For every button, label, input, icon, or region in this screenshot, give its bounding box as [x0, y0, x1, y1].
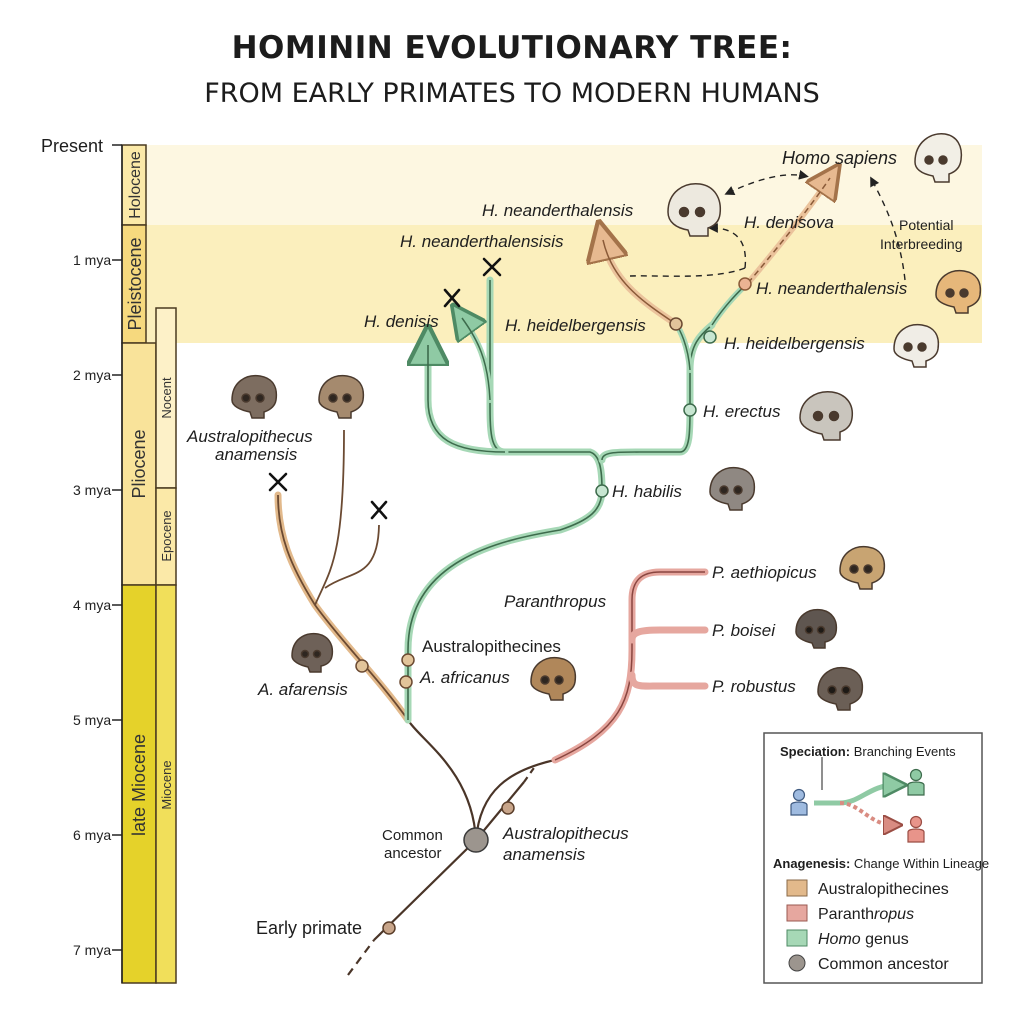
- tick-5-mya: 5 mya: [73, 712, 111, 728]
- skull-icons: [231, 133, 982, 711]
- label-interbreeding: Interbreeding: [880, 236, 963, 252]
- label-aus-anamensis-top-2: anamensis: [215, 445, 298, 464]
- label-potential: Potential: [899, 217, 953, 233]
- label-aus-anamensis-bottom-1: Australopithecus: [502, 824, 629, 843]
- tick-1-mya: 1 mya: [73, 252, 111, 268]
- epoch-pleistocene: Pleistocene: [125, 237, 145, 330]
- late-homo-branches: [603, 178, 830, 328]
- epoch-pliocene: Pliocene: [129, 429, 149, 498]
- interbreeding-arrows: [629, 170, 906, 281]
- epoch-epocene: Epocene: [159, 510, 174, 561]
- australopithecine-lineage: [274, 429, 412, 724]
- label-neanderthalensis-top: H. neanderthalensis: [482, 201, 634, 220]
- label-common-ancestor-1: Common: [382, 827, 443, 844]
- paranthropus-lineage: [551, 568, 709, 764]
- epoch-column: [121, 144, 177, 984]
- legend-speciation: Speciation: Branching Events: [780, 744, 956, 759]
- label-habilis: H. habilis: [612, 482, 682, 501]
- tick-4-mya: 4 mya: [73, 597, 111, 613]
- tick-6-mya: 6 mya: [73, 827, 111, 843]
- label-denisis: H. denisis: [364, 312, 439, 331]
- label-neanderthalensis-right: H. neanderthalensis: [756, 279, 908, 298]
- label-homo-sapiens: Homo sapiens: [782, 148, 897, 168]
- label-neanderthalensisis: H. neanderthalensisis: [400, 232, 564, 251]
- label-australopithecines: Australopithecines: [422, 637, 561, 656]
- label-aus-anamensis-top-1: Australopithecus: [186, 427, 313, 446]
- legend-person-green-icon: [907, 768, 925, 796]
- legend-item-paranthropus: Paranthropus: [818, 906, 914, 923]
- holocene-band: [146, 145, 982, 225]
- tick-2-mya: 2 mya: [73, 367, 111, 383]
- label-paranthropus: Paranthropus: [504, 592, 607, 611]
- label-boisei: P. boisei: [712, 621, 776, 640]
- label-robustus: P. robustus: [712, 677, 796, 696]
- tick-3-mya: 3 mya: [73, 482, 111, 498]
- epoch-holocene: Holocene: [127, 151, 144, 219]
- label-aus-anamensis-bottom-2: anamensis: [503, 845, 586, 864]
- epoch-nocent: Nocent: [159, 377, 174, 419]
- epoch-miocene: Miocene: [159, 760, 174, 809]
- label-common-ancestor-2: ancestor: [384, 845, 442, 862]
- label-heidelbergensis-right: H. heidelbergensis: [724, 334, 865, 353]
- time-axis: [112, 144, 123, 983]
- legend-anagenesis: Anagenesis: Change Within Lineage: [773, 856, 989, 871]
- page-subtitle: FROM EARLY PRIMATES TO MODERN HUMANS: [204, 78, 820, 109]
- label-aethiopicus: P. aethiopicus: [712, 563, 817, 582]
- label-afarensis: A. afarensis: [257, 680, 348, 699]
- page-title: HOMININ EVOLUTIONARY TREE:: [231, 30, 793, 66]
- label-heidelbergensis-left: H. heidelbergensis: [505, 316, 646, 335]
- label-erectus: H. erectus: [703, 402, 781, 421]
- label-denisova: H. denisova: [744, 213, 834, 232]
- legend-item-common-ancestor: Common ancestor: [818, 956, 949, 973]
- legend-box: [763, 732, 983, 984]
- extinction-marks: [268, 257, 502, 520]
- tick-7-mya: 7 mya: [73, 942, 111, 958]
- epoch-late-miocene: late Miocene: [129, 734, 149, 836]
- legend-person-red-icon: [907, 815, 925, 843]
- label-africanus: A. africanus: [419, 668, 510, 687]
- legend-person-blue-icon: [790, 788, 808, 816]
- tick-present: Present: [41, 136, 103, 156]
- tree-nodes: [355, 277, 752, 935]
- legend-item-australopithecines: Australopithecines: [818, 881, 949, 898]
- pleistocene-band: [146, 225, 982, 343]
- label-early-primate: Early primate: [256, 918, 362, 938]
- legend-item-homo: Homo genus: [818, 931, 909, 948]
